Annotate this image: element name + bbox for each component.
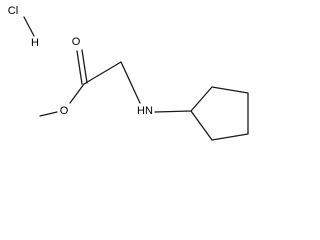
- alpha-carbon-to-nitrogen-bond: [120, 61, 141, 104]
- ester-oxygen-label: O: [60, 105, 69, 117]
- amine-label: HN: [137, 105, 153, 117]
- h-cl-bond: [23, 16, 35, 37]
- hydrogen-label: H: [31, 37, 39, 49]
- carbonyl-double-bond-line-2: [76, 50, 83, 85]
- chemical-structure-diagram: Cl H O O HN: [8, 5, 249, 141]
- nitrogen-to-cyclopentyl-bond: [154, 110, 192, 113]
- carbonyl-to-ester-oxygen-bond: [69, 83, 85, 104]
- carbonyl-double-bond-line-1: [81, 49, 88, 84]
- cyclopentane-ring: [190, 86, 249, 141]
- carbonyl-oxygen-label: O: [72, 36, 81, 48]
- chlorine-label: Cl: [8, 5, 18, 17]
- ester-oxygen-to-methyl-bond: [39, 111, 58, 117]
- carbonyl-to-alpha-carbon-bond: [83, 61, 122, 85]
